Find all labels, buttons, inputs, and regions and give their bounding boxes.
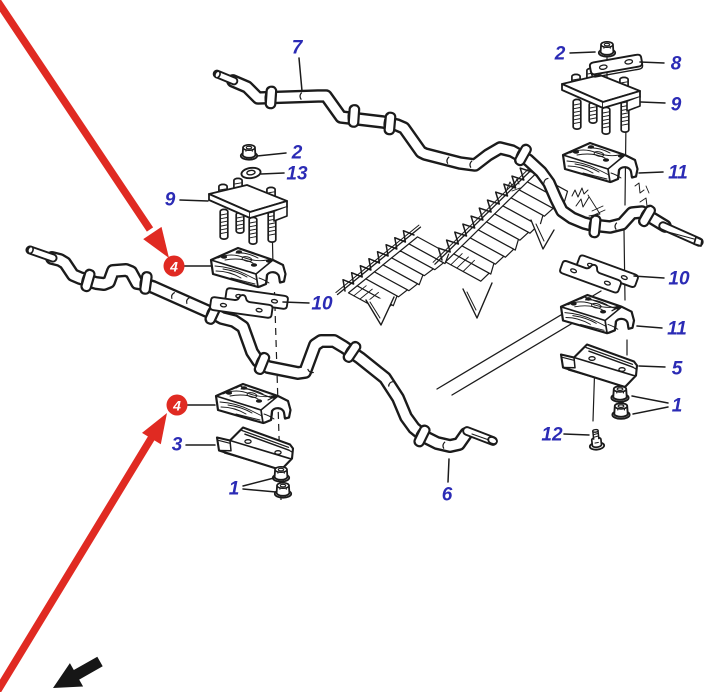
highlight-annotations: 4 4 bbox=[0, 0, 216, 692]
callout-11-lower: 11 bbox=[667, 319, 687, 340]
channel-bracket-3 bbox=[215, 426, 295, 472]
clamp-strap-pair-10-right bbox=[559, 254, 639, 294]
bolt bbox=[588, 428, 606, 451]
bushing-collar bbox=[588, 214, 602, 239]
callout-6: 6 bbox=[442, 485, 453, 506]
callout-1-left: 1 bbox=[229, 479, 240, 500]
callout-10-right: 10 bbox=[668, 269, 690, 290]
stabilizer-bar-lower bbox=[25, 245, 498, 453]
hex-flange-nut bbox=[611, 402, 631, 420]
hex-flange-nut bbox=[597, 41, 617, 58]
bushing-collar bbox=[514, 143, 532, 167]
marker-4-lower-circle bbox=[166, 394, 188, 416]
red-arrow-upper-head bbox=[143, 226, 169, 258]
hex-flange-nut bbox=[273, 482, 293, 499]
insulator-block-4-upper bbox=[209, 246, 287, 289]
corrugated-panel-tails bbox=[365, 219, 555, 326]
bushing-collar bbox=[342, 340, 362, 363]
red-arrow-lower-head bbox=[142, 413, 167, 445]
callout-2-right: 2 bbox=[554, 44, 566, 65]
channel-bracket-5 bbox=[559, 343, 639, 389]
callout-9-left: 9 bbox=[165, 190, 176, 211]
red-arrow-upper-shaft bbox=[0, 0, 154, 232]
threaded-stud bbox=[601, 106, 611, 135]
insulator-block-11-upper bbox=[561, 141, 639, 184]
flat-washer bbox=[240, 166, 262, 180]
threaded-stud bbox=[248, 216, 258, 245]
callout-2-left: 2 bbox=[291, 143, 303, 164]
red-arrow-lower-shaft bbox=[0, 435, 156, 692]
bushing-collar bbox=[253, 351, 271, 376]
callout-13: 13 bbox=[286, 164, 308, 185]
hex-flange-nut bbox=[271, 466, 291, 483]
callout-8: 8 bbox=[671, 54, 682, 75]
callout-3: 3 bbox=[172, 435, 183, 456]
threaded-stud bbox=[588, 101, 598, 124]
stud-plate-9-right bbox=[561, 67, 641, 135]
hex-flange-nut bbox=[239, 144, 259, 161]
stud-plate-9-left bbox=[208, 177, 288, 245]
bushing-collar bbox=[139, 271, 153, 295]
insulator-block-11-lower bbox=[559, 293, 636, 335]
threaded-stud bbox=[219, 208, 229, 240]
callout-10-left: 10 bbox=[311, 294, 333, 315]
break-line-scribbles bbox=[506, 178, 650, 217]
hex-flange-nut bbox=[610, 385, 630, 403]
corrugated-panel-lower bbox=[335, 224, 450, 313]
stabilizer-bar-upper bbox=[212, 69, 704, 247]
callout-1-right: 1 bbox=[672, 396, 683, 417]
bushing-collar bbox=[383, 111, 397, 136]
bushing-collar bbox=[80, 268, 96, 293]
insulator-block-4-lower bbox=[214, 382, 292, 425]
callout-12: 12 bbox=[541, 425, 563, 446]
callout-7: 7 bbox=[292, 38, 304, 59]
part-callouts: 7 2 13 9 10 3 1 6 2 8 9 11 10 11 5 1 12 bbox=[165, 38, 690, 506]
callout-11-upper: 11 bbox=[668, 163, 688, 184]
bushing-collar bbox=[347, 104, 361, 128]
lock-plate-8 bbox=[588, 53, 644, 78]
bushing-collar bbox=[413, 424, 431, 448]
bushing-collar bbox=[264, 85, 278, 110]
clamp-strap-pair-10-left bbox=[209, 287, 289, 319]
direction-arrow bbox=[53, 656, 103, 688]
marker-4-lower-text: 4 bbox=[172, 398, 181, 414]
marker-4-upper-text: 4 bbox=[169, 259, 178, 275]
bushing-collar bbox=[637, 204, 657, 228]
threaded-stud bbox=[572, 98, 582, 130]
callout-9-right: 9 bbox=[671, 95, 682, 116]
callout-5: 5 bbox=[672, 359, 683, 380]
marker-4-upper-circle bbox=[163, 255, 185, 277]
